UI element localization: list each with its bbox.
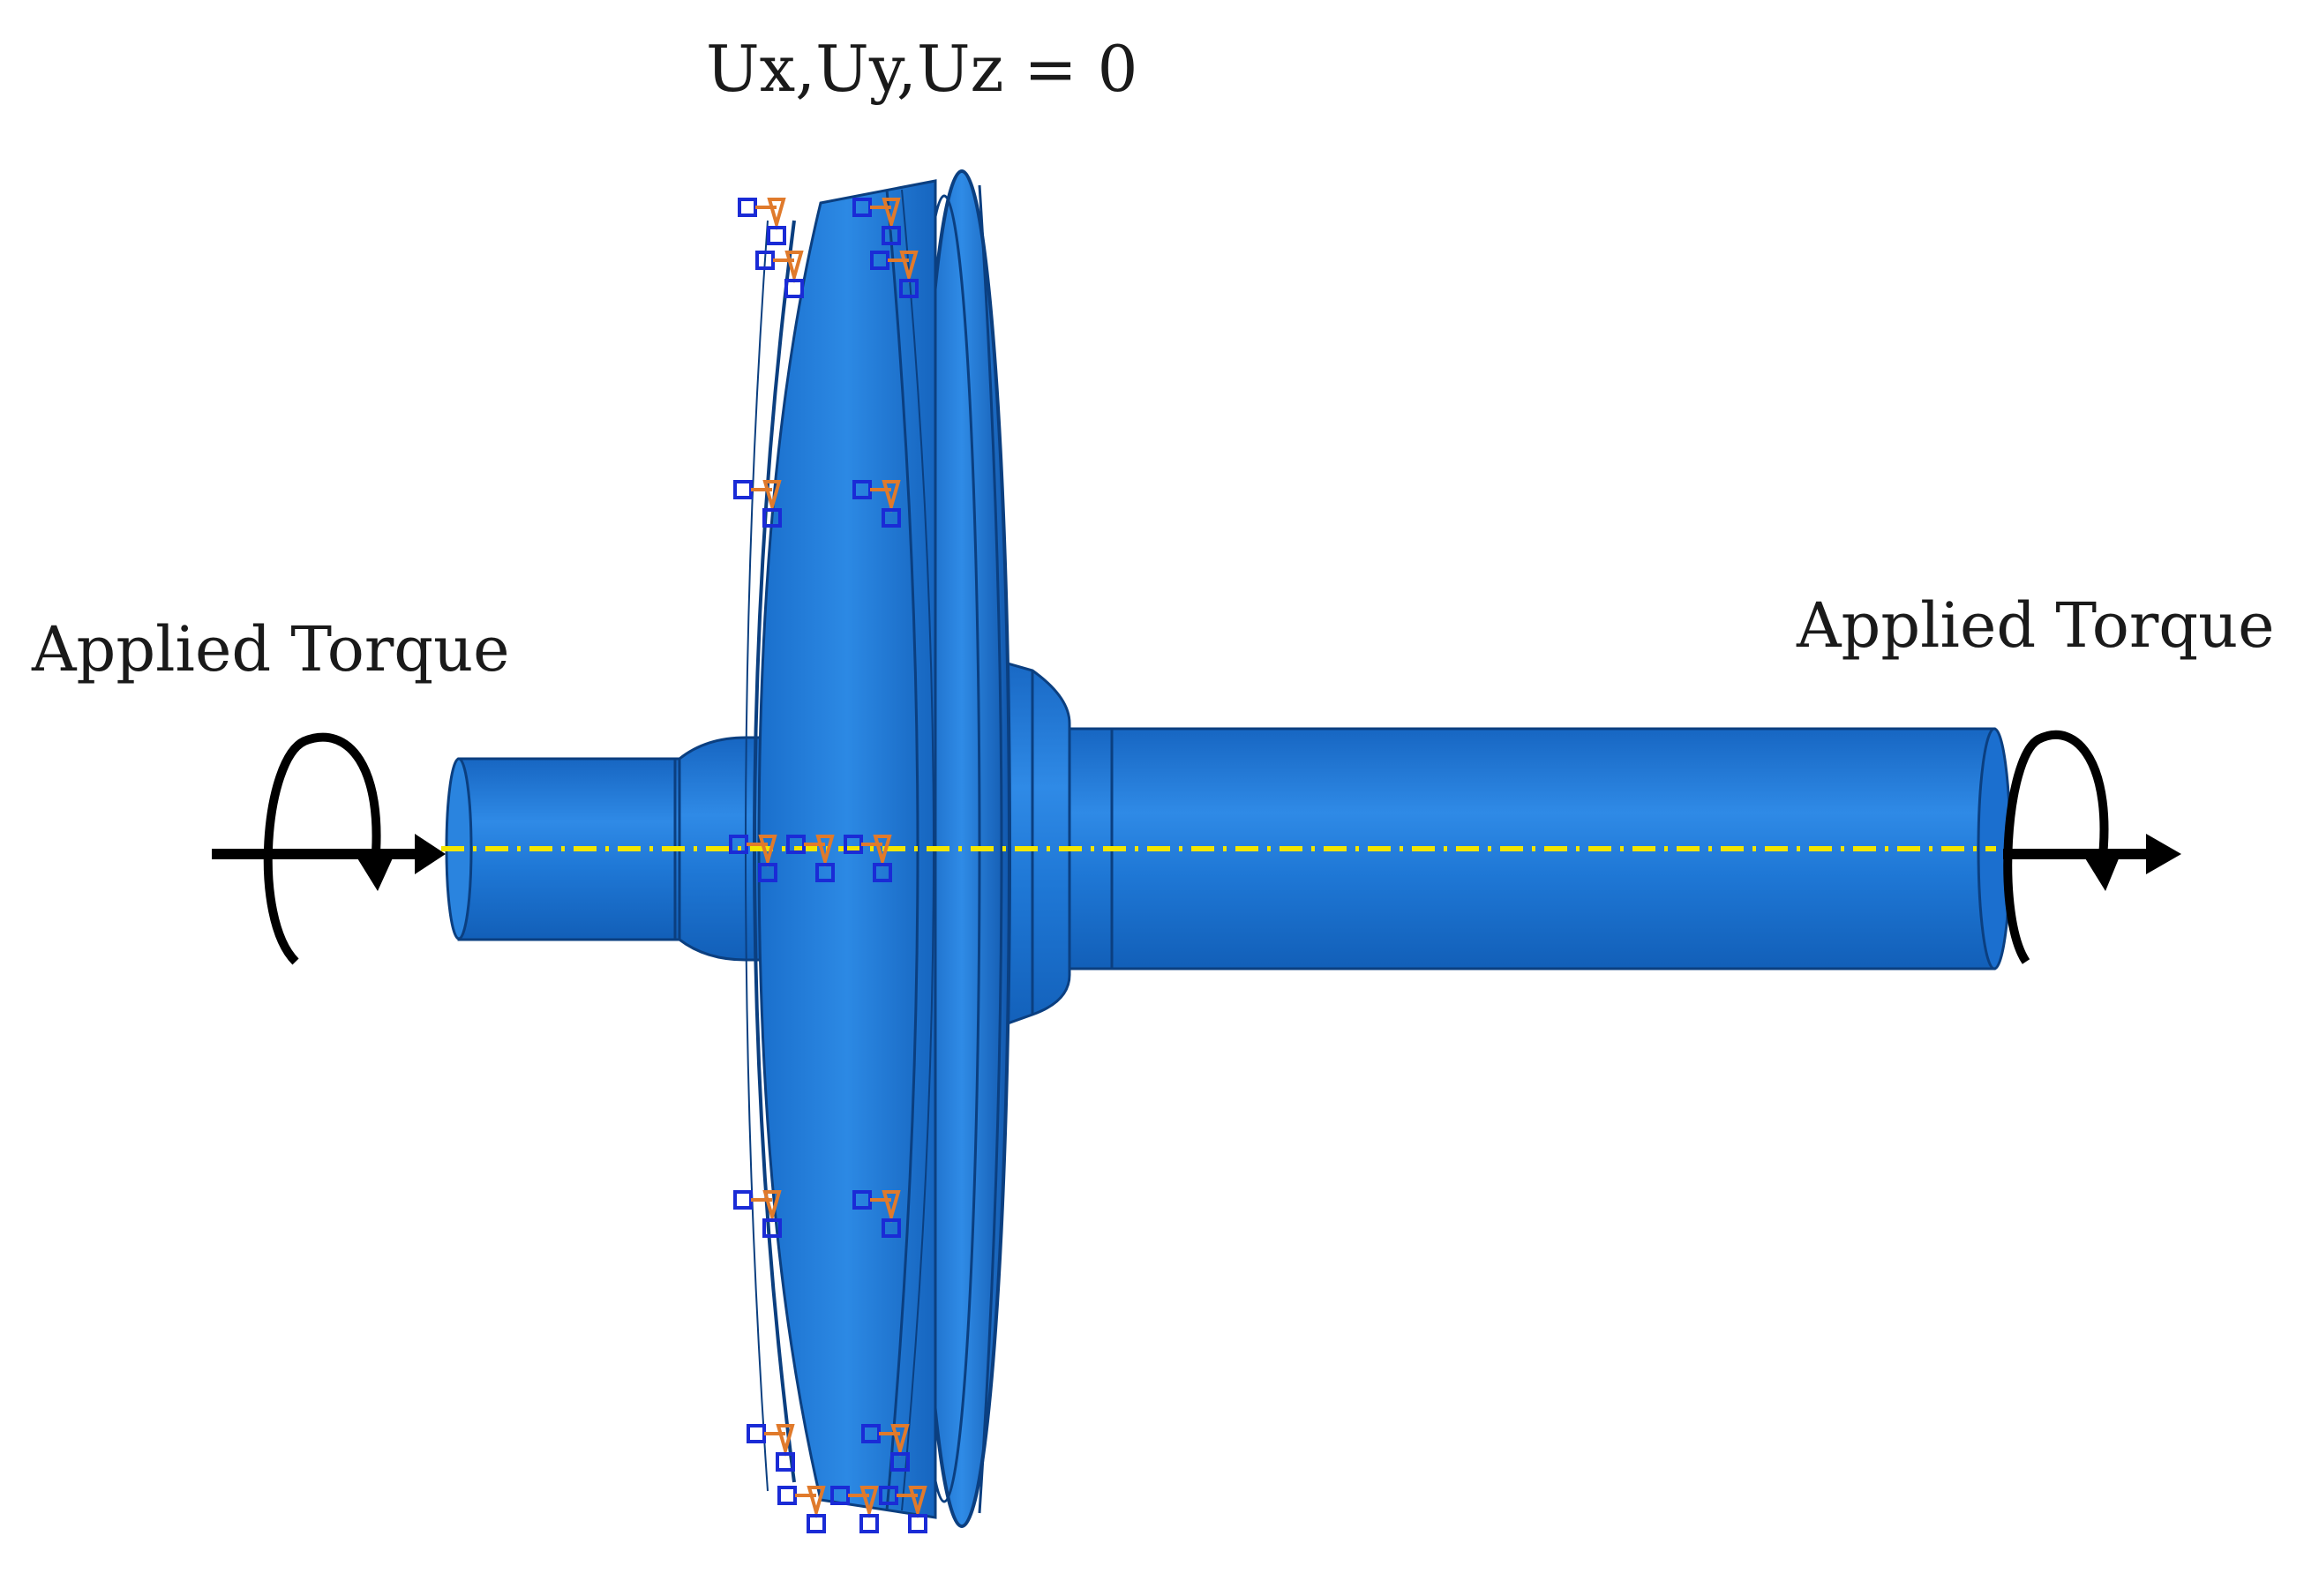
fixed-support-icon — [870, 251, 919, 298]
fixed-support-icon — [852, 480, 901, 528]
fixed-support-icon — [747, 1424, 795, 1472]
torque-icon-right — [2003, 730, 2181, 964]
fixed-support-icon — [861, 1424, 910, 1472]
fixed-support-icon — [879, 1486, 927, 1533]
fixed-support-icon — [830, 1486, 879, 1533]
fixed-support-icon — [786, 835, 835, 882]
fixed-support-icon — [755, 251, 804, 298]
fixed-support-icon — [738, 198, 786, 245]
fixed-support-icon — [844, 835, 892, 882]
fixed-support-icon — [777, 1486, 826, 1533]
applied-torque-label-left: Applied Torque — [32, 613, 510, 686]
constraint-icons — [729, 198, 927, 1533]
fixed-support-icon — [852, 1190, 901, 1238]
fixed-support-icon — [729, 835, 777, 882]
applied-torque-label-right: Applied Torque — [1797, 589, 2275, 662]
boundary-condition-label: Ux,Uy,Uz = 0 — [706, 32, 1138, 106]
fixed-support-icon — [733, 1190, 782, 1238]
fixed-support-icon — [852, 198, 901, 245]
fixed-support-icon — [733, 480, 782, 528]
torque-icon-left — [212, 732, 446, 965]
